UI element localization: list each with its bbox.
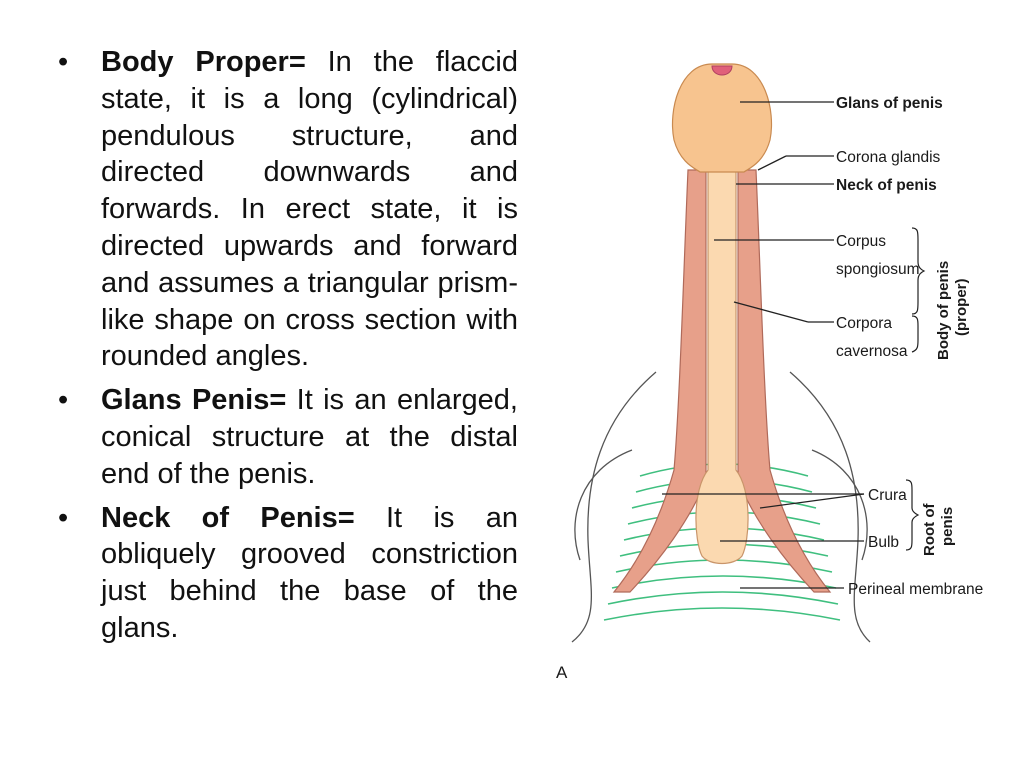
label-cavernosa-line1: Corpora <box>836 315 892 332</box>
bullet-list: • Body Proper= In the flaccid state, it … <box>56 44 518 654</box>
label-crura: Crura <box>868 487 907 504</box>
bullet-glans-penis: • Glans Penis= It is an enlarged, conica… <box>56 382 518 492</box>
bullet-term: Glans Penis= <box>101 384 287 417</box>
leader-lines <box>662 101 865 589</box>
label-perineal-membrane: Perineal membrane <box>848 581 983 598</box>
group-label-root-line2: penis <box>939 507 956 546</box>
bullet-marker: • <box>58 46 69 78</box>
membrane-outline <box>571 371 871 643</box>
bullet-marker: • <box>58 384 69 417</box>
bullet-text: In the flaccid state, it is a long (cyli… <box>101 46 519 373</box>
bullet-neck-of-penis: • Neck of Penis= It is an obliquely groo… <box>56 500 518 647</box>
group-label-body-line2: (proper) <box>953 279 970 337</box>
label-glans: Glans of penis <box>836 95 943 112</box>
corpora-cavernosa <box>612 169 707 593</box>
label-braces <box>905 227 926 551</box>
label-cavernosa-line2: cavernosa <box>836 343 908 360</box>
anatomy-diagram: Glans of penis Corona glandis Neck of pe… <box>556 63 983 682</box>
bullet-body-proper: • Body Proper= In the flaccid state, it … <box>56 44 518 375</box>
label-corona: Corona glandis <box>836 149 941 166</box>
bullet-text: It is an enlarged, conical structure at … <box>101 384 518 490</box>
label-bulb: Bulb <box>868 534 899 551</box>
urethral-opening <box>711 65 733 76</box>
bullet-marker: • <box>58 501 69 534</box>
bullet-term: Neck of Penis= <box>101 501 355 534</box>
label-spongiosum-line2: spongiosum <box>836 261 920 278</box>
glans-shape <box>671 63 773 173</box>
group-label-root-line1: Root of <box>921 503 938 556</box>
label-spongiosum-line1: Corpus <box>836 233 886 250</box>
group-label-body-line1: Body of penis <box>935 261 952 360</box>
bullet-text: It is an obliquely grooved constriction … <box>101 501 518 644</box>
corpora-cavernosa <box>737 169 832 593</box>
figure-letter: A <box>556 663 568 682</box>
label-neck: Neck of penis <box>836 177 937 194</box>
corpus-spongiosum <box>695 167 749 565</box>
bullet-term: Body Proper= <box>101 46 306 78</box>
